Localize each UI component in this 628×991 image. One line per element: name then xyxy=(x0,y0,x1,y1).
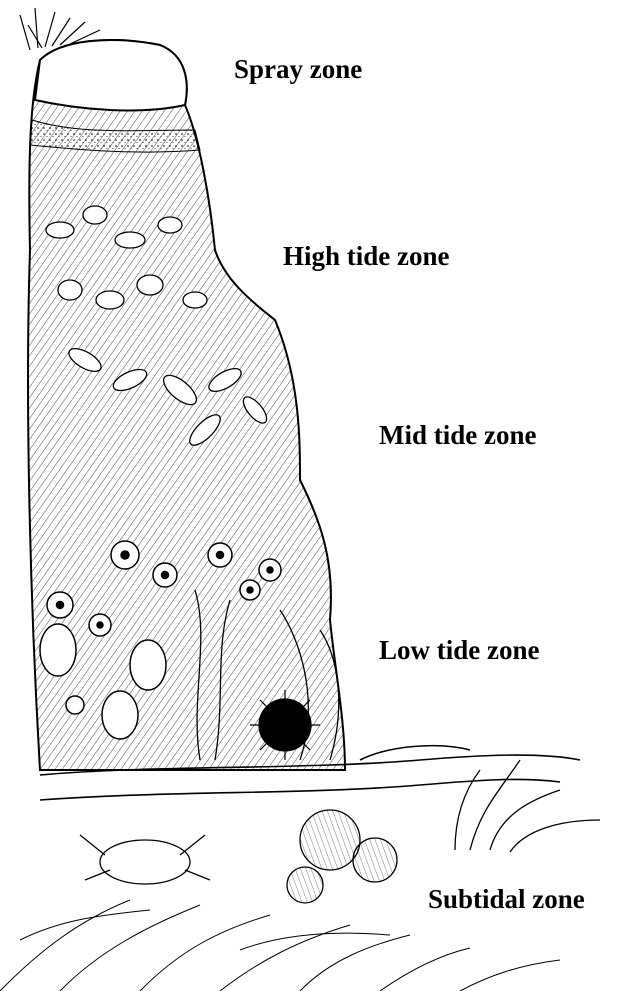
low-tide-zone-label: Low tide zone xyxy=(379,637,539,664)
rock-column xyxy=(28,40,345,770)
sea-urchin-icon xyxy=(250,690,320,760)
spray-zone-label: Spray zone xyxy=(234,56,362,83)
subtidal-life xyxy=(80,760,600,903)
subtidal-zone-label: Subtidal zone xyxy=(428,886,585,913)
mid-tide-zone-label: Mid tide zone xyxy=(379,422,536,449)
high-tide-zone-label: High tide zone xyxy=(283,243,450,270)
